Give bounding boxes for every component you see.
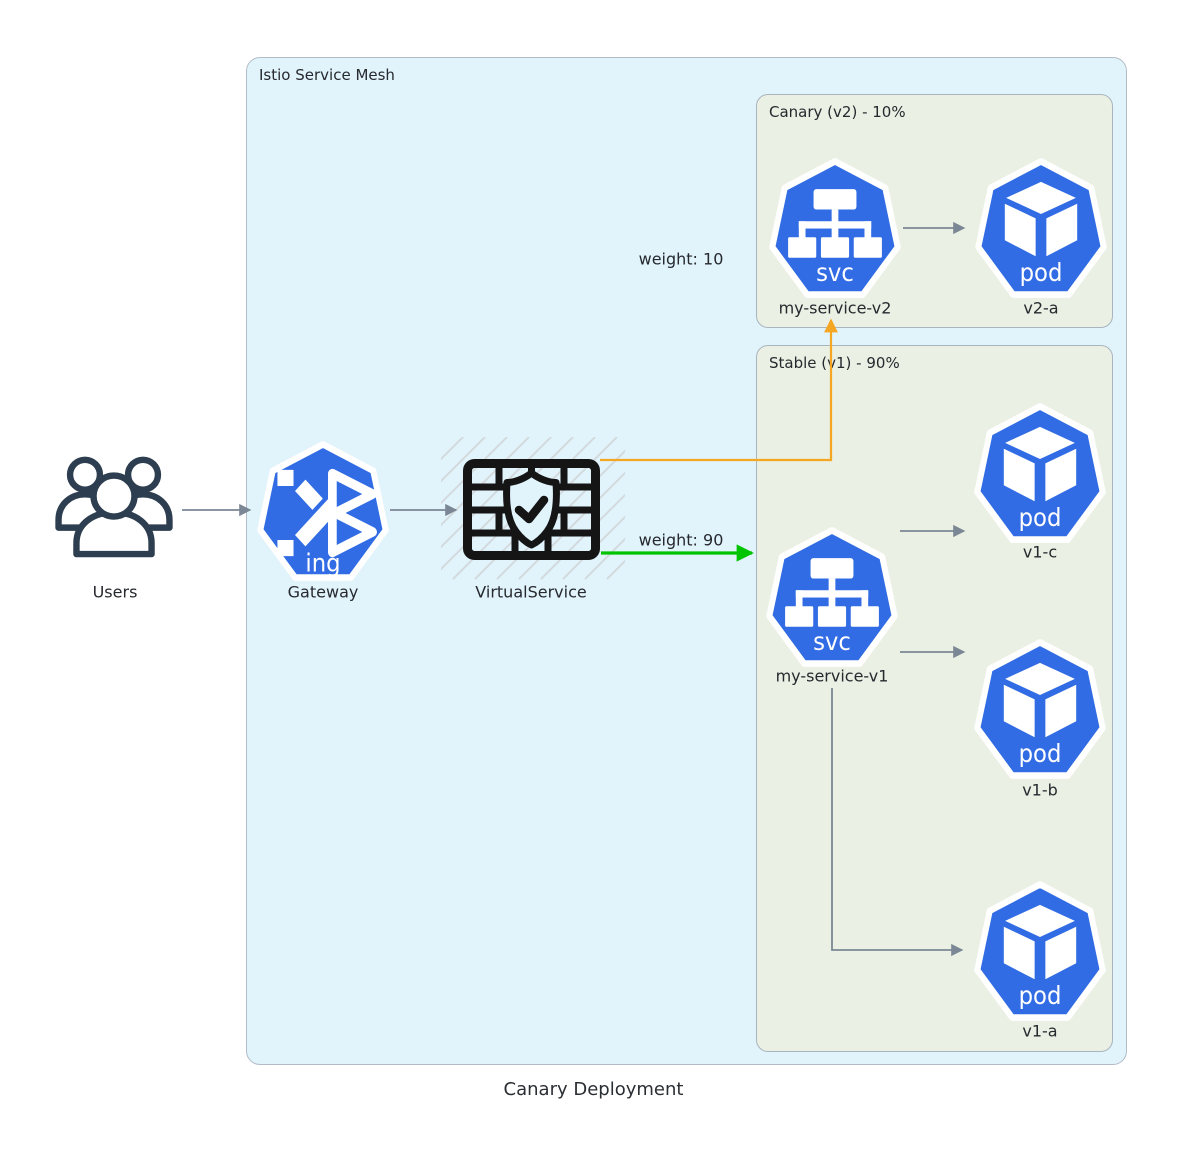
node-service-v2: svc: [768, 157, 902, 303]
pod-badge: pod: [1019, 739, 1062, 768]
node-label-virtualservice: VirtualService: [475, 582, 587, 602]
service-icon: svc: [768, 157, 902, 303]
service-badge: svc: [816, 258, 854, 287]
gateway-badge: ing: [305, 548, 340, 577]
pod-icon: pod: [974, 157, 1108, 303]
pod-icon: pod: [973, 638, 1107, 784]
node-label-pod-v1-c: v1-c: [1022, 542, 1058, 562]
node-users: [50, 444, 178, 576]
node-pod-v1-b: pod: [973, 638, 1107, 784]
node-pod-v2-a: pod: [974, 157, 1108, 303]
node-pod-v1-a: pod: [973, 880, 1107, 1026]
node-label-service-v1: my-service-v1: [775, 666, 889, 686]
pod-badge: pod: [1019, 981, 1062, 1010]
edge-label-weight-90: weight: 90: [638, 530, 724, 550]
node-pod-v1-c: pod: [973, 402, 1107, 548]
node-label-pod-v2-a: v2-a: [1023, 298, 1059, 318]
pod-badge: pod: [1019, 503, 1062, 532]
node-label-pod-v1-b: v1-b: [1022, 780, 1058, 800]
users-icon: [55, 456, 173, 558]
checkmark-icon: [514, 495, 549, 524]
ingress-gateway-icon: ing: [256, 440, 390, 586]
node-label-service-v2: my-service-v2: [778, 298, 892, 318]
istio-mesh-label: Istio Service Mesh: [259, 66, 395, 84]
node-virtualservice: [441, 437, 625, 581]
node-gateway: ing: [256, 440, 390, 586]
diagram-title: Canary Deployment: [503, 1079, 684, 1100]
node-label-gateway: Gateway: [287, 582, 359, 602]
node-label-users: Users: [92, 582, 138, 602]
edge-label-weight-10: weight: 10: [638, 249, 724, 269]
service-icon: svc: [765, 526, 899, 672]
pod-badge: pod: [1020, 258, 1063, 287]
stable-group-label: Stable (v1) - 90%: [769, 354, 900, 372]
canary-group-label: Canary (v2) - 10%: [769, 103, 906, 121]
service-badge: svc: [813, 627, 851, 656]
pod-icon: pod: [973, 880, 1107, 1026]
pod-icon: pod: [973, 402, 1107, 548]
node-service-v1: svc: [765, 526, 899, 672]
virtualservice-firewall-icon: [463, 459, 600, 560]
node-label-pod-v1-a: v1-a: [1022, 1021, 1058, 1041]
